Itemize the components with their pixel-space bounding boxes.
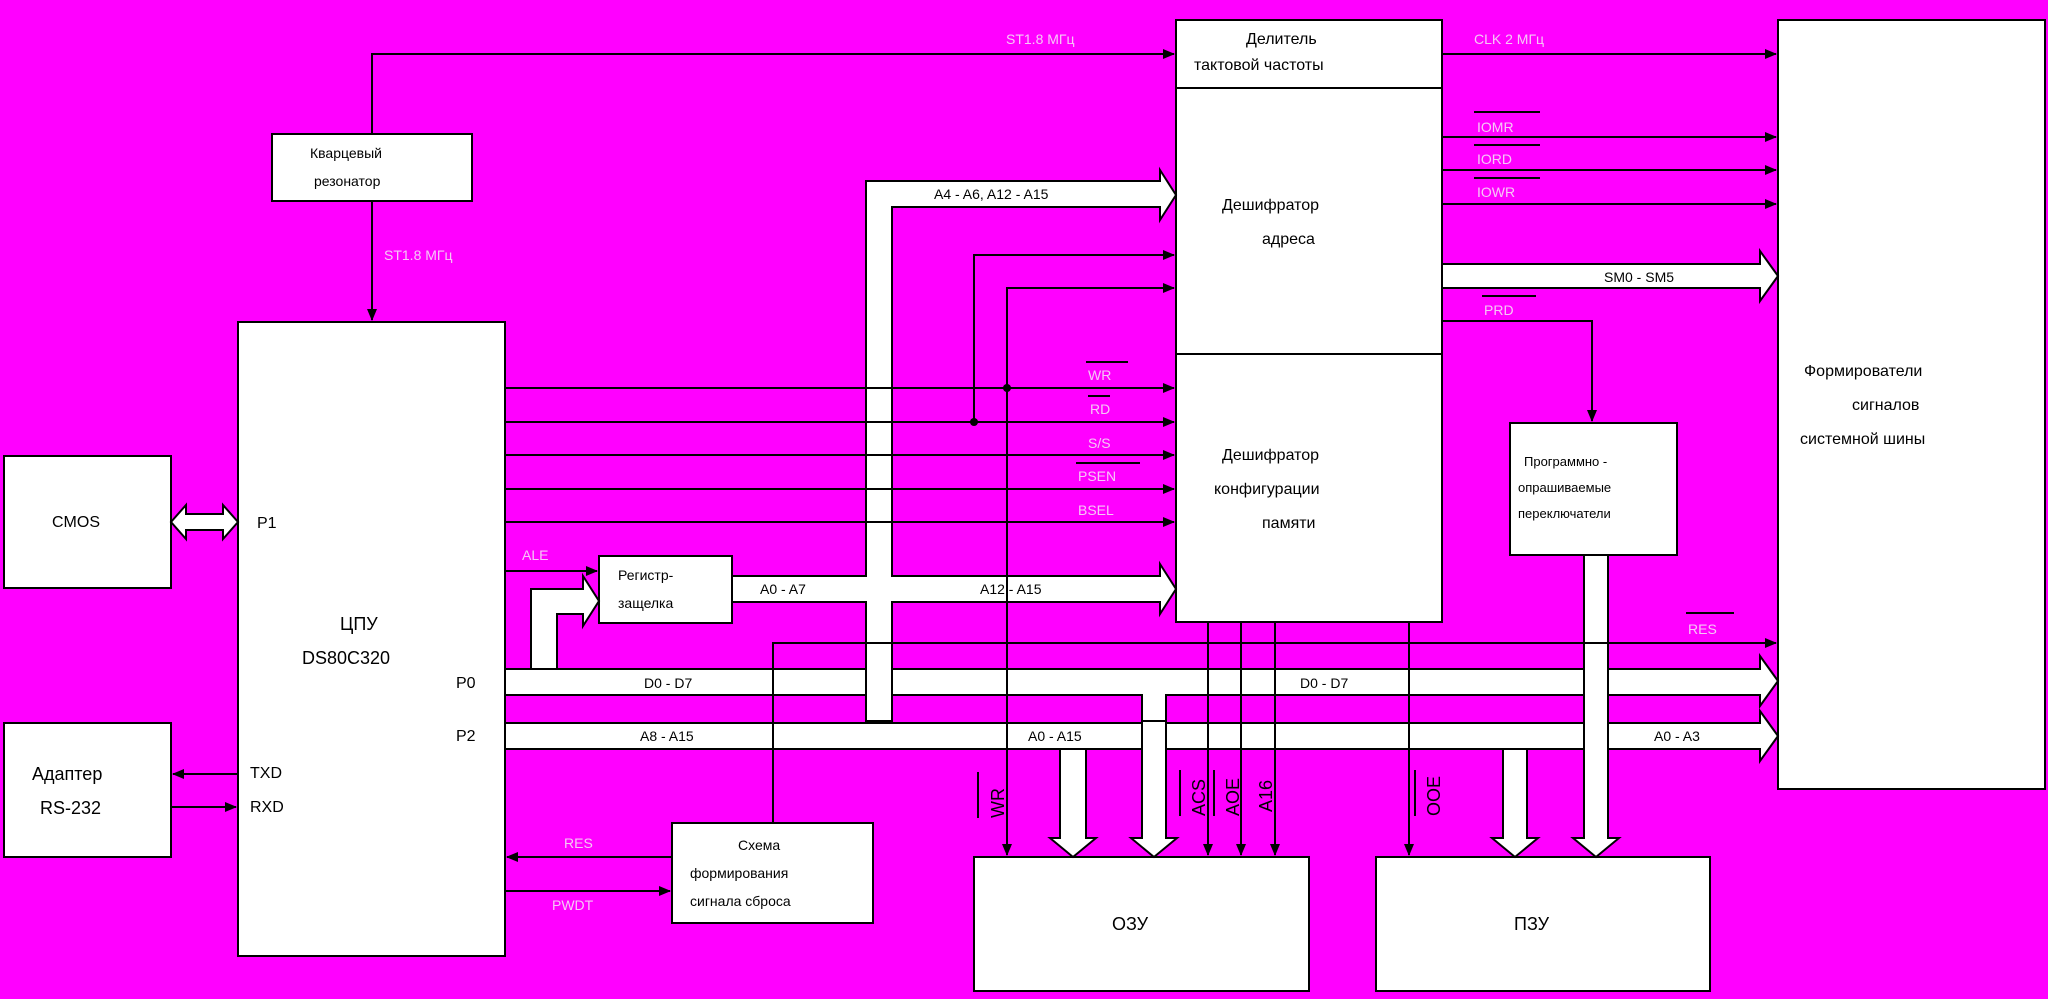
reset-label-3: сигнала сброса: [690, 893, 791, 909]
cmos-block: CMOS: [3, 455, 172, 589]
divider-block: Делитель тактовой частоты: [1175, 19, 1443, 89]
sm-bus: [1441, 247, 1780, 305]
reset-label-2: формирования: [690, 865, 788, 881]
buses: [169, 166, 1780, 859]
signal-a0-a15: A0 - A15: [1028, 728, 1082, 744]
cpu-port-p2: P2: [456, 728, 476, 745]
register-label-1: Регистр-: [618, 567, 674, 583]
ram-address-bus: [1047, 748, 1099, 859]
quartz-block: Кварцевый резонатор: [271, 133, 473, 202]
address-tree-bus: [731, 166, 1178, 722]
ram-block: ОЗУ: [973, 856, 1310, 992]
register-block: Регистр- защелка: [598, 555, 733, 624]
reset-label-1: Схема: [738, 837, 780, 853]
cmos-label: CMOS: [52, 514, 100, 531]
data-bus-right: [891, 652, 1780, 722]
signal-ram-a16: A16: [1256, 780, 1276, 812]
cpu-label-1: ЦПУ: [340, 614, 378, 634]
switches-block: Программно - опрашиваемые переключатели: [1509, 422, 1678, 556]
signal-clk-out: CLK 2 МГц: [1474, 31, 1544, 47]
signal-iowr: IOWR: [1477, 184, 1515, 200]
clock-line-top: [371, 49, 1175, 134]
signal-lines: [171, 49, 1777, 896]
cpu-label-2: DS80C320: [302, 648, 390, 668]
p1-bus: [169, 502, 240, 542]
rom-label: ПЗУ: [1514, 914, 1550, 934]
signal-d0-d7-left: D0 - D7: [644, 675, 692, 691]
address-decoder-block: Дешифратор адреса: [1175, 87, 1443, 355]
signal-a8-a15: A8 - A15: [640, 728, 694, 744]
signal-ram-wr: WR: [988, 788, 1008, 818]
signal-d0-d7-right: D0 - D7: [1300, 675, 1348, 691]
signal-ram-acs: ACS: [1189, 779, 1209, 816]
junction-dot: [1003, 384, 1011, 392]
signal-iord: IORD: [1477, 151, 1512, 167]
signal-sm: SM0 - SM5: [1604, 269, 1674, 285]
address-decoder-label-1: Дешифратор: [1222, 197, 1319, 214]
signal-a12-a15: A12 - A15: [980, 581, 1042, 597]
config-decoder-block: Дешифратор конфигурации памяти: [1175, 353, 1443, 623]
signal-prd: PRD: [1484, 302, 1514, 318]
signal-bsel: BSEL: [1078, 502, 1114, 518]
signal-res: RES: [1688, 621, 1717, 637]
signal-rd: RD: [1090, 401, 1110, 417]
switches-label-2: опрашиваемые: [1518, 480, 1611, 495]
reset-block: Схема формирования сигнала сброса: [671, 822, 874, 924]
config-decoder-label-3: памяти: [1262, 515, 1316, 532]
signal-a0-a3: A0 - A3: [1654, 728, 1700, 744]
config-decoder-label-2: конфигурации: [1214, 481, 1320, 498]
cpu-port-txd: TXD: [250, 765, 282, 782]
rd-tap-line: [1006, 283, 1175, 388]
signal-clk-cpu: ST1.8 МГц: [384, 247, 453, 263]
signal-ale: ALE: [522, 547, 548, 563]
adapter-block: Адаптер RS-232: [3, 722, 172, 858]
cpu-block: ЦПУ DS80C320 P1 P0 P2 TXD RXD: [237, 321, 506, 957]
signal-iomr: IOMR: [1477, 119, 1514, 135]
address-decoder-label-2: адреса: [1262, 231, 1315, 248]
bus-drivers-label-1: Формирователи: [1804, 363, 1922, 380]
wr-tap-line: [973, 250, 1175, 422]
bus-drivers-label-2: сигналов: [1852, 397, 1919, 414]
res-line: [772, 638, 1777, 823]
divider-label-2: тактовой частоты: [1194, 57, 1324, 74]
switches-label-1: Программно -: [1524, 454, 1607, 469]
signal-ram-aoe: AOE: [1223, 778, 1243, 816]
data-bus: [504, 668, 867, 696]
signal-a4-a15: A4 - A6, A12 - A15: [934, 186, 1049, 202]
rom-data-bus: [1570, 554, 1622, 859]
quartz-label-2: резонатор: [314, 173, 381, 189]
cpu-port-rxd: RXD: [250, 799, 284, 816]
ram-data-bus: [1128, 720, 1180, 859]
signal-clk-in: ST1.8 МГц: [1006, 31, 1075, 47]
signal-a0-a7: A0 - A7: [760, 581, 806, 597]
quartz-label-1: Кварцевый: [310, 145, 382, 161]
signal-ss: S/S: [1088, 435, 1111, 451]
rom-address-bus: [1489, 748, 1541, 859]
adapter-label-1: Адаптер: [32, 764, 102, 784]
switches-label-3: переключатели: [1518, 506, 1611, 521]
divider-label-1: Делитель: [1246, 31, 1317, 48]
bus-drivers-block: Формирователи сигналов системной шины: [1777, 19, 2046, 790]
cpu-port-p0: P0: [456, 675, 476, 692]
rom-block: ПЗУ: [1375, 856, 1711, 992]
register-label-2: защелка: [618, 595, 673, 611]
signal-reset-res: RES: [564, 835, 593, 851]
signal-wr: WR: [1088, 367, 1111, 383]
signal-rom-ooe: OOE: [1424, 776, 1444, 816]
signal-psen: PSEN: [1078, 468, 1116, 484]
latch-input-bus: [530, 572, 601, 670]
prd-line: [1442, 320, 1597, 422]
adapter-label-2: RS-232: [40, 798, 101, 818]
config-decoder-label-1: Дешифратор: [1222, 447, 1319, 464]
junction-dot: [970, 418, 978, 426]
signal-reset-pwdt: PWDT: [552, 897, 594, 913]
cpu-port-p1: P1: [257, 515, 277, 532]
bus-drivers-label-3: системной шины: [1800, 431, 1925, 448]
ram-label: ОЗУ: [1112, 914, 1149, 934]
